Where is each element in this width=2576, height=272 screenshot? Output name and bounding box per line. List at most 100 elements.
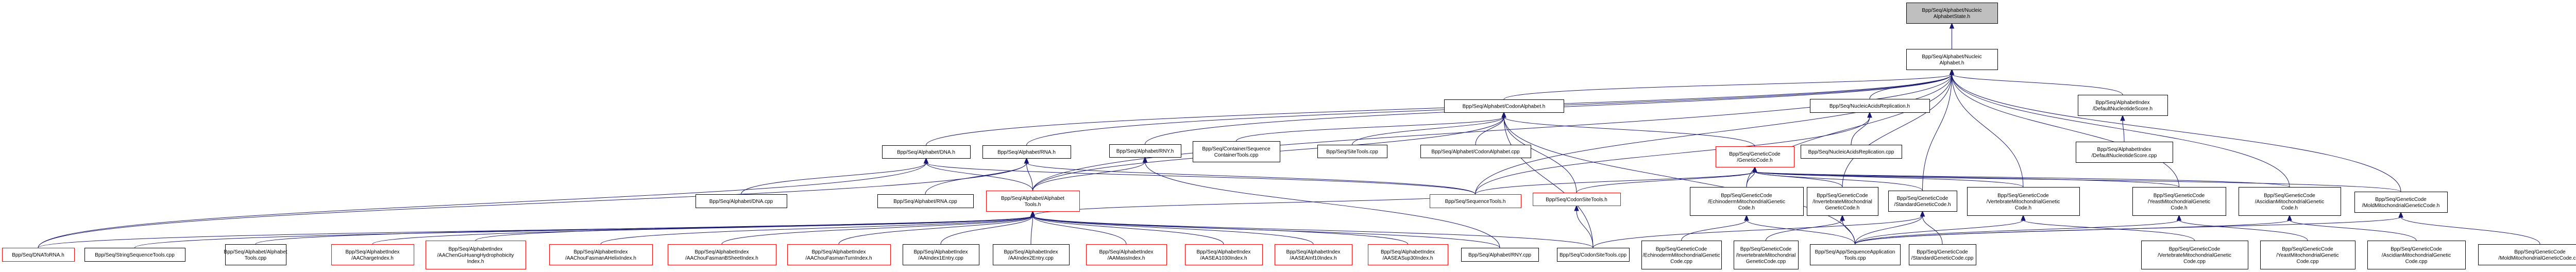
node-box	[903, 244, 979, 265]
node-box	[787, 244, 891, 265]
graph-node-dnatorna-h[interactable]: Bpp/Seq/DNAToRNA.h	[2, 248, 75, 262]
graph-node-sitetools-cpp[interactable]: Bpp/Seq/SiteTools.cpp	[1317, 145, 1387, 158]
graph-node-codon-site-tools-h[interactable]: Bpp/Seq/CodonSiteTools.h	[1533, 193, 1621, 206]
graph-node-standard-h[interactable]: Bpp/Seq/GeneticCode/StandardGeneticCode.…	[1888, 191, 1957, 212]
graph-node-rny-h[interactable]: Bpp/Seq/Alphabet/RNY.h	[1109, 144, 1181, 158]
edge-mold-h-to-genetic-code-h	[1754, 171, 2401, 192]
edge-alpha-tools-h-to-rny-h	[1032, 161, 1145, 191]
arrowhead-icon	[1574, 205, 1579, 211]
graph-node-mold-cpp[interactable]: Bpp/Seq/GeneticCode/MoldMitochondrialGen…	[2478, 244, 2576, 265]
graph-node-codon-alpha[interactable]: Bpp/Seq/Alphabet/CodonAlphabet.h	[1444, 99, 1564, 113]
graph-node-invert-cpp[interactable]: Bpp/Seq/GeneticCode/InvertebrateMitochon…	[1734, 241, 1799, 269]
edge-standard-cpp-to-standard-h	[1922, 215, 1943, 245]
node-box	[2239, 187, 2341, 216]
graph-node-aacharge-h[interactable]: Bpp/Seq/AlphabetIndex/AAChargeIndex.h	[331, 244, 414, 265]
graph-node-rna-cpp[interactable]: Bpp/Seq/Alphabet/RNA.cpp	[877, 194, 974, 208]
node-label-line: Bpp/Seq/AlphabetIndex	[573, 249, 628, 255]
node-label-line: Bpp/Seq/Alphabet/DNA.h	[897, 150, 955, 156]
graph-node-ascid-h[interactable]: Bpp/Seq/GeneticCode/AscidianMitochondria…	[2239, 187, 2341, 216]
node-box	[84, 248, 185, 262]
graph-node-dns-h[interactable]: Bpp/Seq/AlphabetIndex/DefaultNucleotideS…	[2078, 95, 2168, 116]
graph-node-vert-h[interactable]: Bpp/Seq/GeneticCode/VertebrateMitochondr…	[1967, 187, 2080, 216]
node-box	[1906, 49, 1998, 70]
edge-codon-alpha-cpp-to-codon-alpha	[1475, 116, 1504, 145]
node-box	[1193, 141, 1280, 162]
graph-node-sct-cpp[interactable]: Bpp/Seq/Container/SequenceContainerTools…	[1193, 141, 1280, 162]
arrowhead-icon	[2398, 211, 2403, 218]
graph-node-aaidx1-cpp[interactable]: Bpp/Seq/AlphabetIndex/AAIndex1Entry.cpp	[903, 244, 979, 265]
edge-aasea1030-h-to-alpha-tools-h	[1032, 215, 1224, 245]
edge-dna-h-to-nuc-alpha	[926, 74, 1952, 146]
node-label-line: /AAChouFasmanTurnIndex.h	[805, 256, 872, 261]
graph-node-seq-tools-h[interactable]: Bpp/Seq/SequenceTools.h	[1430, 194, 1521, 208]
node-label-line: Bpp/Seq/AlphabetIndex	[1004, 249, 1058, 255]
graph-node-yeast-cpp[interactable]: Bpp/Seq/GeneticCode/YeastMitochondrialGe…	[2260, 241, 2355, 269]
edge-genetic-code-h-to-codon-alpha	[1503, 116, 1755, 147]
arrowhead-icon	[1949, 22, 1955, 29]
graph-node-dns-cpp[interactable]: Bpp/Seq/AlphabetIndex/DefaultNucleotideS…	[2076, 142, 2173, 163]
graph-node-genetic-code-h[interactable]: Bpp/Seq/GeneticCode/GeneticCode.h	[1716, 146, 1794, 167]
graph-node-standard-cpp[interactable]: Bpp/Seq/GeneticCode/StandardGeneticCode.…	[1909, 244, 1976, 265]
node-label-line: Bpp/Seq/GeneticCode	[1740, 247, 1792, 252]
node-label-line: Bpp/Seq/GeneticCode	[1721, 193, 1772, 199]
graph-node-rny-cpp[interactable]: Bpp/Seq/Alphabet/RNY.cpp	[1461, 248, 1539, 262]
graph-node-aasheet-h[interactable]: Bpp/Seq/AlphabetIndex/AAChouFasmanBSheet…	[668, 244, 776, 265]
node-box	[225, 244, 286, 265]
edge-invert-cpp-to-invert-h	[1766, 219, 1843, 241]
graph-node-invert-h[interactable]: Bpp/Seq/GeneticCode/InvertebrateMitochon…	[1807, 187, 1878, 216]
edge-dns-cpp-to-dns-h	[2122, 120, 2125, 142]
graph-node-nar-h[interactable]: Bpp/Seq/NucleicAcidsReplication.h	[1810, 99, 1930, 113]
node-box	[2354, 192, 2448, 213]
node-label-line: GeneticCode.h	[1825, 206, 1860, 211]
graph-node-yeast-h[interactable]: Bpp/Seq/GeneticCode/YeastMitochondrialGe…	[2132, 187, 2226, 216]
graph-node-rna-h[interactable]: Bpp/Seq/Alphabet/RNA.h	[982, 145, 1071, 159]
graph-node-codon-site-tools-cpp[interactable]: Bpp/Seq/CodonSiteTools.cpp	[1557, 248, 1630, 262]
graph-node-vert-cpp[interactable]: Bpp/Seq/GeneticCode/VertebrateMitochondr…	[2141, 241, 2248, 269]
node-label-line: /AAChouFasmanAHelixIndex.h	[565, 256, 636, 261]
node-label-line: Bpp/Seq/GeneticCode	[2514, 249, 2566, 255]
graph-node-aahelix-h[interactable]: Bpp/Seq/AlphabetIndex/AAChouFasmanAHelix…	[549, 244, 653, 265]
node-label-line: Bpp/Seq/AlphabetIndex	[694, 249, 749, 255]
node-box	[2367, 241, 2466, 269]
graph-node-aaseainf10-h[interactable]: Bpp/Seq/AlphabetIndex/AASEAInf10Index.h	[1275, 244, 1352, 265]
node-label-line: Bpp/Seq/GeneticCode	[2169, 247, 2221, 252]
node-box	[2078, 95, 2168, 116]
graph-node-echino-cpp[interactable]: Bpp/Seq/GeneticCode/EchinodermMitochondr…	[1641, 241, 1722, 269]
node-label-line: Tools.h	[1025, 202, 1041, 208]
edge-seq-app-cpp-to-yeast-h	[1855, 219, 2179, 245]
graph-node-mold-h[interactable]: Bpp/Seq/GeneticCode/MoldMitochondrialGen…	[2354, 192, 2448, 213]
node-label-line: Bpp/Seq/Alphabet/Alphabet	[224, 249, 287, 255]
node-label-line: Bpp/Seq/AlphabetIndex	[1381, 249, 1435, 255]
graph-node-aasea1030-h[interactable]: Bpp/Seq/AlphabetIndex/AASEA1030Index.h	[1185, 244, 1263, 265]
edge-rna-cpp-to-rna-h	[925, 162, 1027, 195]
graph-node-aachen-h[interactable]: Bpp/Seq/AlphabetIndex/AAChenGuHuangHydro…	[426, 241, 526, 269]
graph-node-dna-h[interactable]: Bpp/Seq/Alphabet/DNA.h	[882, 145, 971, 159]
graph-node-sst-cpp[interactable]: Bpp/Seq/StringSequenceTools.cpp	[84, 248, 185, 262]
edge-sct-cpp-to-codon-alpha	[1236, 116, 1504, 142]
edge-codon-site-tools-h-to-codon-alpha	[1503, 116, 1577, 193]
graph-node-aaseasup30-h[interactable]: Bpp/Seq/AlphabetIndex/AASEASup30Index.h	[1368, 244, 1448, 265]
graph-nodes: Bpp/Seq/Alphabet/NucleicAlphabetState.hB…	[2, 3, 2576, 269]
node-box	[1734, 241, 1799, 269]
node-box	[2260, 241, 2355, 269]
graph-node-dna-cpp[interactable]: Bpp/Seq/Alphabet/DNA.cpp	[696, 194, 787, 208]
edge-aaidx2-cpp-to-alpha-tools-h	[1030, 215, 1033, 245]
graph-node-ascid-cpp[interactable]: Bpp/Seq/GeneticCode/AscidianMitochondria…	[2367, 241, 2466, 269]
graph-node-echino-h[interactable]: Bpp/Seq/GeneticCode/EchinodermMitochondr…	[1690, 187, 1804, 216]
node-label-line: /VertebrateMitochondrialGenetic	[2158, 253, 2231, 259]
edge-seq-tools-h-to-nuc-alpha	[1475, 74, 1952, 195]
graph-node-codon-alpha-cpp[interactable]: Bpp/Seq/Alphabet/CodonAlphabet.cpp	[1420, 145, 1531, 158]
graph-node-aamass-h[interactable]: Bpp/Seq/AlphabetIndex/AAMassIndex.h	[1086, 244, 1167, 265]
node-label-line: Bpp/Seq/Alphabet/Nucleic	[1922, 54, 1981, 60]
node-label-line: Code.h	[1738, 206, 1755, 211]
node-box	[993, 244, 1070, 265]
edge-seq-app-cpp-to-vert-h	[1855, 219, 2024, 245]
node-box	[1444, 99, 1564, 113]
graph-node-aaidx2-cpp[interactable]: Bpp/Seq/AlphabetIndex/AAIndex2Entry.cpp	[993, 244, 1070, 265]
graph-node-aaturn-h[interactable]: Bpp/Seq/AlphabetIndex/AAChouFasmanTurnIn…	[787, 244, 891, 265]
graph-node-nar-cpp[interactable]: Bpp/Seq/NucleicAcidsReplication.cpp	[1801, 145, 1902, 159]
